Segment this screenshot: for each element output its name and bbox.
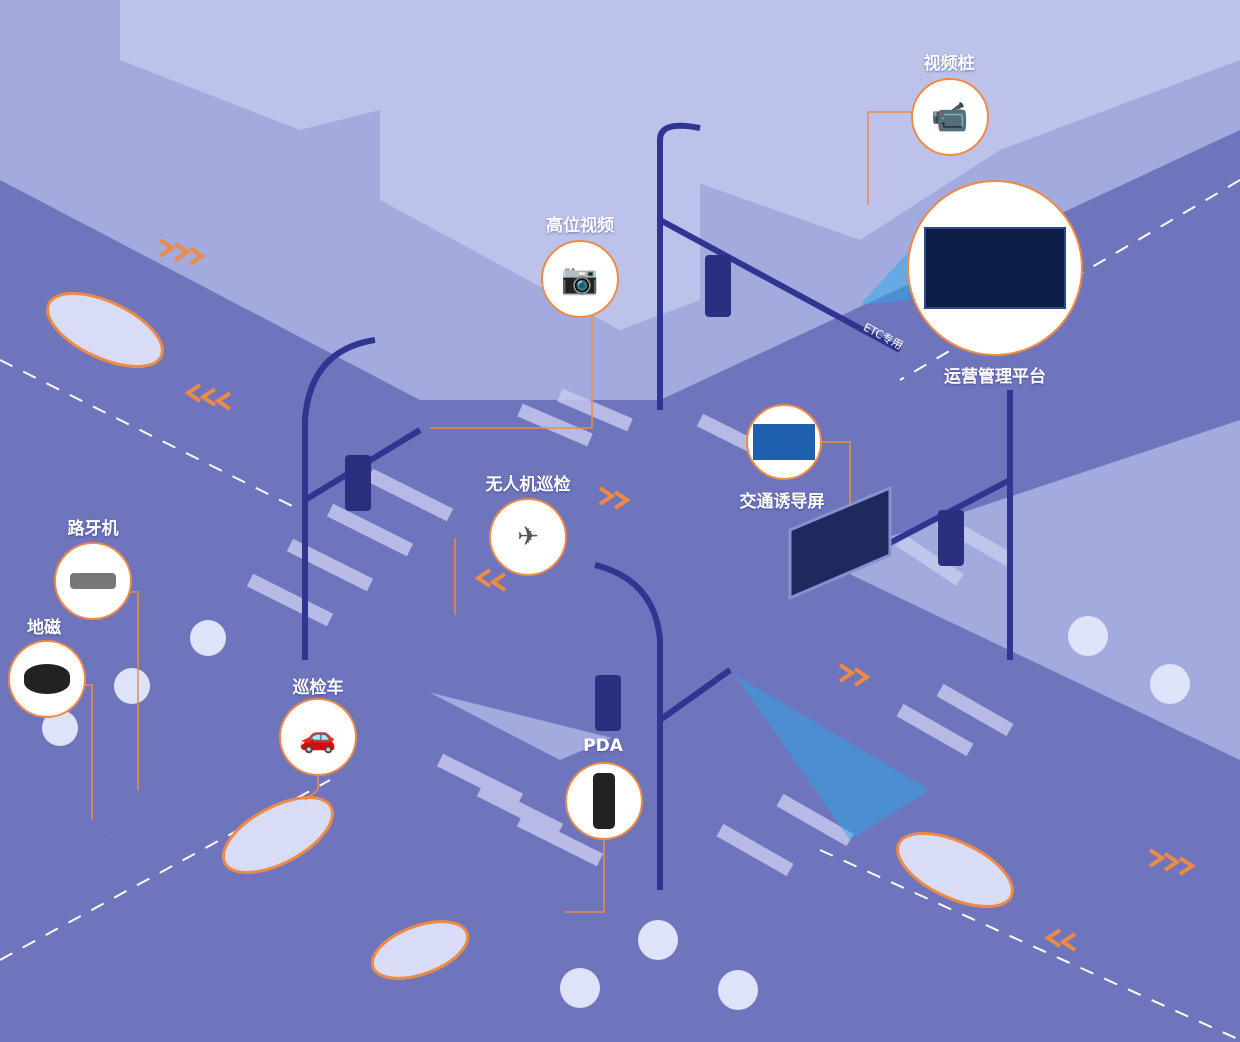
label-guidance-screen: 交通诱导屏 <box>739 492 825 512</box>
dashboard-screen-icon <box>924 227 1066 309</box>
video-pile-icon: 📹 <box>931 99 969 135</box>
guidance-screen-callout <box>746 404 822 480</box>
geomagnetic-sensor-icon <box>24 664 70 694</box>
pda-callout <box>565 762 643 840</box>
label-drone-patrol: 无人机巡检 <box>485 475 571 495</box>
patrol-car-callout: 🚗 <box>279 698 357 776</box>
ops-platform-callout <box>907 180 1083 356</box>
curb-unit-icon <box>70 573 116 589</box>
label-high-video: 高位视频 <box>546 216 614 236</box>
guidance-sign-board <box>788 485 892 601</box>
camera-beams <box>735 250 930 840</box>
pda-device-icon <box>593 773 615 829</box>
drone-icon: ✈ <box>517 522 539 552</box>
label-video-pile: 视频桩 <box>923 54 975 74</box>
buildings <box>120 0 1240 330</box>
camera-icon: 📷 <box>561 261 599 297</box>
label-geomagnetic: 地磁 <box>27 618 61 638</box>
curb-unit-callout <box>54 542 132 620</box>
geomagnetic-callout <box>8 640 86 718</box>
callout-lines <box>84 111 912 913</box>
label-curb-unit: 路牙机 <box>67 519 119 539</box>
high-video-callout: 📷 <box>541 240 619 318</box>
direction-arrows <box>158 238 1196 952</box>
guidance-screen-icon <box>753 424 815 460</box>
car-icon: 🚗 <box>299 719 337 755</box>
cars <box>46 292 1014 980</box>
label-ops-platform: 运营管理平台 <box>944 367 1046 387</box>
street-poles <box>302 122 1013 890</box>
label-patrol-car: 巡检车 <box>292 678 344 698</box>
label-pda: PDA <box>583 736 623 756</box>
trees <box>42 616 1190 1010</box>
video-pile-callout: 📹 <box>911 78 989 156</box>
drone-callout: ✈ <box>489 498 567 576</box>
crosswalks <box>246 388 1014 877</box>
traffic-lights <box>345 255 964 731</box>
